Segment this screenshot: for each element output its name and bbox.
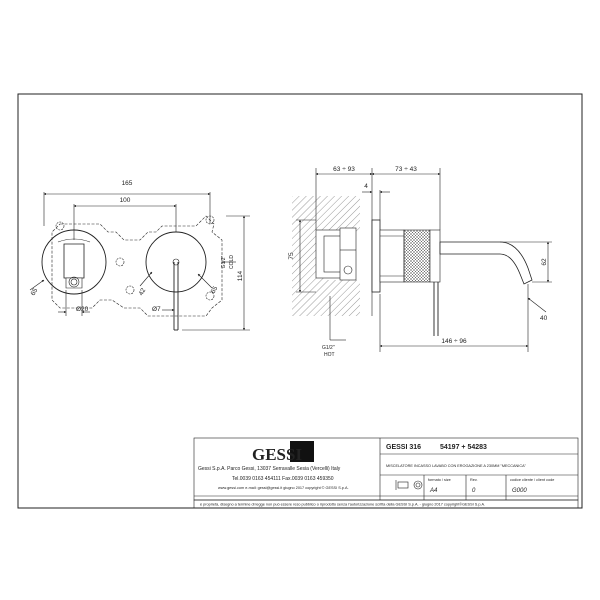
- dim-height: 114: [237, 270, 244, 281]
- dim-spout-projection: 146 ÷ 96: [441, 338, 467, 345]
- client-code-label: codice cliente / client code: [510, 478, 554, 482]
- rev-value: 0: [472, 488, 476, 494]
- cold-inlet-thread: G1/2": [221, 255, 227, 268]
- hot-inlet-label: HOT: [324, 352, 335, 358]
- dim-trim-range: 73 ÷ 43: [395, 166, 417, 173]
- dim-rosette-height: 75: [288, 252, 295, 260]
- front-view: [29, 192, 250, 331]
- rev-label: Rev.: [470, 478, 478, 482]
- product-code: GESSI 316: [386, 444, 421, 451]
- dim-wall-range: 63 ÷ 93: [333, 166, 355, 173]
- svg-text:GESSI: GESSI: [252, 445, 302, 464]
- dim-plate-thickness: 4: [364, 183, 368, 190]
- dim-spout-drop: 62: [541, 258, 548, 266]
- company-phone: Tel.0039 0163 454111 Fax.0039 0163 45935…: [232, 476, 334, 482]
- cold-inlet-label: COLD: [229, 255, 235, 269]
- format-label: formato / size: [428, 478, 451, 482]
- dim-left-65: 65: [30, 287, 40, 297]
- format-value: A4: [429, 488, 438, 494]
- company-web: www.gessi.com e-mail: gessi@gessi.it giu…: [218, 486, 349, 490]
- dim-spout-tip: 40: [540, 315, 548, 322]
- dim-center-distance: 100: [120, 197, 131, 204]
- dim-overall-width: 165: [122, 180, 133, 187]
- dim-round-42: 42: [138, 287, 148, 297]
- copyright-notice: è proprietà, disegno a termine di legge …: [200, 503, 485, 507]
- hot-inlet-thread: G1/2": [322, 345, 335, 351]
- side-view: [292, 168, 552, 352]
- gessi-logo: GESSI: [252, 441, 314, 464]
- dim-lever-diameter: Ø7: [152, 306, 161, 313]
- article-numbers: 54197 + 54283: [440, 444, 487, 451]
- dim-65: 65: [210, 285, 220, 295]
- title-block: [193, 437, 579, 509]
- company-address: Gessi S.p.A. Parco Gessi, 13037 Serraval…: [198, 466, 341, 472]
- dim-spout-diameter: Ø20: [76, 306, 89, 313]
- product-description: MISCELATORE INCASSO LAVABO CON EROGAZION…: [386, 464, 527, 468]
- client-code-value: G000: [512, 488, 527, 494]
